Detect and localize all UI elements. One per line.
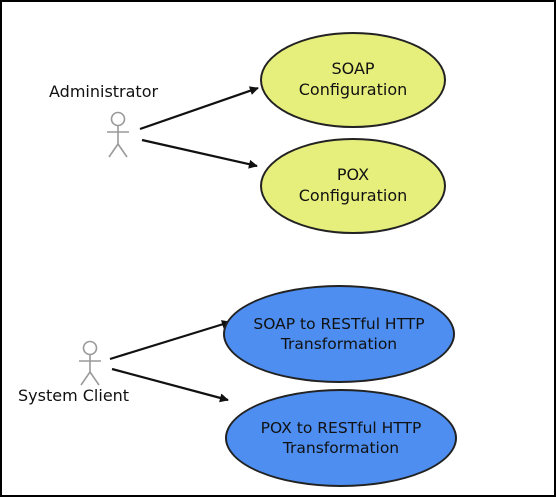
use-case-line-2: Transformation (280, 335, 398, 353)
use-case-soap-to-restful-http-transformation: SOAP to RESTful HTTP Transformation (223, 285, 455, 383)
use-case-pox-to-restful-http-transformation: POX to RESTful HTTP Transformation (225, 389, 457, 487)
actor-label-system-client: System Client (18, 386, 130, 405)
use-case-line-1: POX to RESTful HTTP (260, 418, 422, 437)
association-arrow-client-soap-transformation (109, 320, 231, 361)
administrator-actor-icon (107, 111, 129, 158)
actor-label-administrator: Administrator (49, 82, 159, 101)
use-case-line-2: Configuration (298, 186, 408, 205)
use-case-pox-configuration: POX Configuration (260, 138, 446, 234)
association-arrow-admin-soap-config (139, 86, 259, 131)
use-case-line-1: SOAP (331, 59, 375, 79)
use-case-line-1: POX (336, 165, 370, 185)
association-arrow-admin-pox-config (141, 138, 258, 169)
use-case-line-1: SOAP to RESTful HTTP (253, 314, 425, 333)
association-arrow-client-pox-transformation (111, 367, 229, 403)
use-case-line-2: Transformation (282, 439, 400, 457)
use-case-line-2: Configuration (298, 80, 408, 99)
system-client-actor-icon (79, 340, 101, 386)
use-case-soap-configuration: SOAP Configuration (260, 32, 446, 128)
